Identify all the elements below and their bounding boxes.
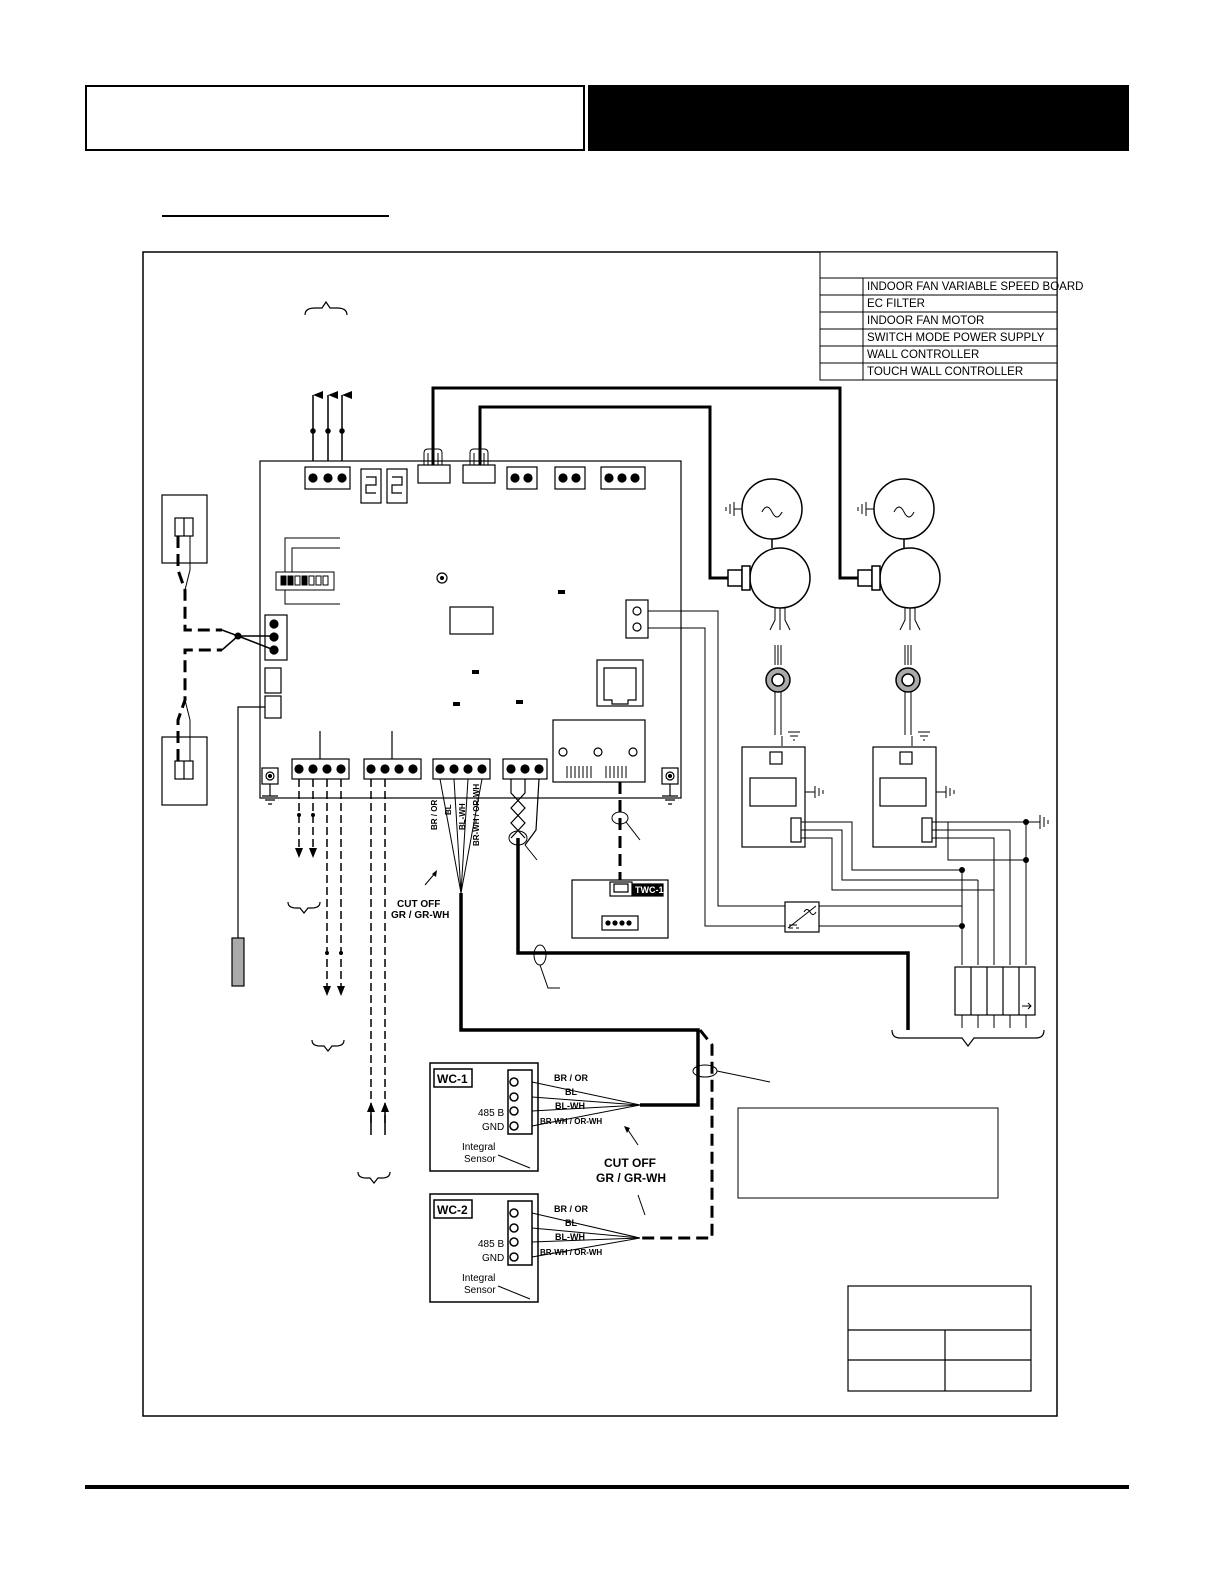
rs485-bus-main	[459, 893, 700, 1107]
legend-item-6: TOUCH WALL CONTROLLER	[867, 366, 1023, 378]
board-wire-bl-wh: BL-WH	[458, 803, 467, 830]
legend-table: INDOOR FAN VARIABLE SPEED BOARD EC FILTE…	[819, 251, 1083, 381]
wc2-wire-4: BR-WH / OR-WH	[540, 1248, 602, 1257]
cutoff-bottom-line1: CUT OFF	[604, 1156, 656, 1170]
wc1-wires	[531, 1081, 641, 1127]
top-brace	[304, 300, 348, 316]
temperature-probe	[231, 706, 265, 987]
header-title-box	[85, 85, 585, 151]
legend-item-1: INDOOR FAN VARIABLE SPEED BOARD	[867, 281, 1083, 293]
dip-switch	[275, 537, 340, 605]
wc2-wire-3: BL-WH	[555, 1232, 585, 1242]
diagram-frame	[142, 251, 1058, 1417]
touch-wall-controller	[571, 879, 669, 939]
legend-item-3: INDOOR FAN MOTOR	[867, 315, 984, 327]
left-terminals	[264, 614, 288, 719]
fan-assembly-left	[725, 478, 811, 735]
twisted-pair-thick	[516, 838, 910, 1030]
board-leds	[453, 590, 565, 706]
ec-filter-left	[741, 731, 824, 848]
power-terminal-block	[954, 966, 1036, 1028]
wc2-terminal-485: 485 B	[478, 1239, 504, 1250]
rj45-port	[596, 659, 644, 707]
wc2-wire-2: BL	[565, 1218, 577, 1228]
section-heading-underline	[162, 215, 389, 217]
wc2-wires	[531, 1212, 641, 1258]
cutoff-top-line2: GR / GR-WH	[391, 910, 449, 921]
wc1-terminal-gnd: GND	[482, 1122, 504, 1133]
board-power-module	[552, 719, 646, 783]
legend-item-5: WALL CONTROLLER	[867, 349, 979, 361]
cutoff-top-line1: CUT OFF	[397, 899, 440, 910]
cutoff-bottom-line2: GR / GR-WH	[596, 1171, 666, 1185]
header-black-band	[588, 85, 1129, 151]
board-right-connector	[625, 599, 649, 639]
switch-mode-power-supply	[784, 901, 820, 933]
bottom-left-sensor	[161, 736, 208, 806]
sensor-wires	[176, 536, 275, 761]
wc1-wire-1: BR / OR	[554, 1073, 589, 1083]
wc1-wire-4: BR-WH / OR-WH	[540, 1117, 602, 1126]
wc2-terminal-gnd: GND	[482, 1253, 504, 1264]
twisted-pair	[510, 778, 540, 846]
board-bottom-connectors	[291, 731, 548, 780]
wc2-wire-1: BR / OR	[554, 1204, 589, 1214]
top-left-sensor	[161, 494, 208, 564]
wc1-wire-2: BL	[565, 1087, 577, 1097]
top-arrows	[310, 391, 352, 470]
board-chip	[449, 606, 494, 635]
board-ground-right	[661, 767, 679, 805]
fan-assembly-right	[857, 478, 941, 735]
wall-controller-1	[429, 1062, 539, 1172]
rs485-bus-dashed	[640, 1029, 714, 1240]
wc1-sensor-line2: Sensor	[464, 1154, 496, 1165]
ec-filter-right	[872, 731, 955, 848]
board-wire-brwh-orwh: BR-WH / OR-WH	[472, 784, 481, 846]
wc1-wire-3: BL-WH	[555, 1101, 585, 1111]
motor-harness-wires	[431, 386, 860, 580]
board-wire-br-or: BR / OR	[430, 800, 439, 830]
wc1-terminal-485: 485 B	[478, 1108, 504, 1119]
wc2-label: WC-2	[437, 1203, 468, 1217]
wc1-sensor-line1: Integral	[462, 1142, 495, 1153]
field-braces	[287, 901, 391, 1184]
wc2-sensor-line1: Integral	[462, 1273, 495, 1284]
note-box	[737, 1107, 999, 1199]
twc1-label: TWC-1	[635, 885, 664, 895]
power-brace	[891, 1029, 1045, 1047]
wc2-sensor-line2: Sensor	[464, 1285, 496, 1296]
board-ground-left	[261, 767, 279, 805]
revision-table	[847, 1285, 1032, 1392]
footer-rule	[85, 1485, 1129, 1489]
wall-controller-2	[429, 1193, 539, 1303]
wc1-label: WC-1	[437, 1072, 468, 1086]
power-wiring	[648, 610, 1049, 965]
board-to-wc-wires	[439, 778, 483, 894]
legend-item-4: SWITCH MODE POWER SUPPLY	[867, 332, 1045, 344]
legend-item-2: EC FILTER	[867, 298, 925, 310]
board-top-connectors	[304, 464, 646, 504]
board-wire-bl: BL	[444, 804, 453, 815]
board-wire-labels: BR / OR BL BL-WH BR-WH / OR-WH	[430, 784, 481, 846]
